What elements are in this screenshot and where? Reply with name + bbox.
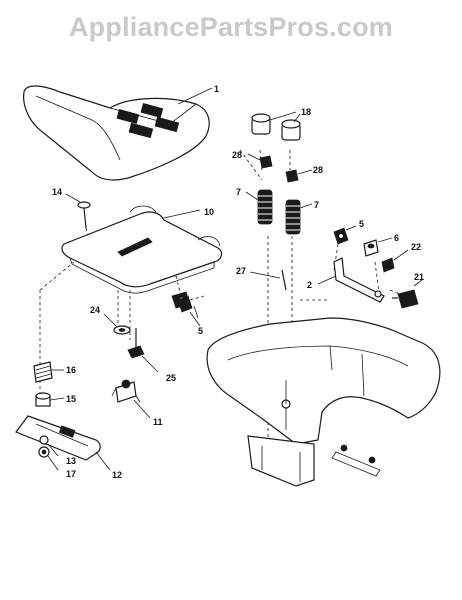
callout-25: 25 [166,373,177,383]
callout-13: 13 [66,456,77,466]
seat-pan-part [61,205,223,294]
knob-21-part [392,279,423,309]
cap-18-left-part [251,111,297,135]
bushing-15-part [35,392,65,407]
callout-12: 12 [112,470,123,480]
callout-24: 24 [90,305,101,315]
frame-fender-part [206,317,441,487]
watermark: AppliancePartsPros.com [68,12,393,42]
spring-16-part [33,361,64,383]
nut-28-left-part [247,153,273,169]
callout-22: 22 [411,242,422,252]
nut-13-part [39,435,59,457]
callout-16: 16 [66,365,77,375]
callout-10: 10 [204,207,215,217]
callout-14: 14 [52,187,63,197]
callout-7-left: 7 [236,187,242,197]
callout-5-right: 5 [359,219,365,229]
bracket-2-part [317,257,385,303]
callout-28-left: 28 [232,150,243,160]
callout-1: 1 [214,84,220,94]
callout-17: 17 [66,469,77,479]
callout-18: 18 [301,107,312,117]
seat-part [23,85,213,181]
washer-part [103,313,131,335]
bushing-6-part [363,237,393,257]
slide-rail-part [15,415,111,471]
callout-6: 6 [394,233,400,243]
callout-27: 27 [236,266,247,276]
nut-17-part [38,446,59,471]
part-11 [111,379,151,419]
callout-5-lower: 5 [198,326,204,336]
callout-15: 15 [66,394,77,404]
nut-28-right-part [285,169,313,183]
clip-5-part [333,225,357,271]
bolt-25-part [127,328,159,373]
clip-5-lower-part [177,295,201,327]
nut-22-part [381,249,409,273]
dashed-guide-lines [39,149,405,480]
callout-21: 21 [414,272,425,282]
callout-28-right: 28 [313,165,324,175]
callout-7-right: 7 [314,200,320,210]
spring-7-right-part [285,199,313,235]
spring-7-left-part [245,189,273,225]
rod-27-part [249,269,287,291]
callout-11: 11 [153,417,163,427]
cap-18-right-part [281,113,301,141]
callout-2: 2 [307,280,313,290]
